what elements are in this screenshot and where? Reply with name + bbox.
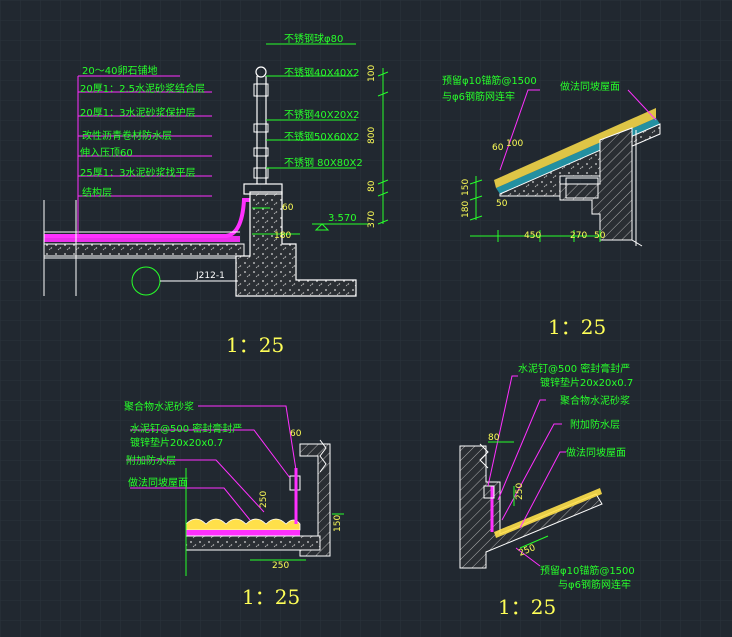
d4-break <box>479 443 489 469</box>
elevation-marker <box>312 223 370 231</box>
d4-dims <box>488 441 549 549</box>
d2-label-mesh: 与φ6钢筋网连牢 <box>442 90 515 103</box>
railing-ball <box>255 66 267 78</box>
railing-top-bar <box>253 83 269 97</box>
wall-section <box>559 127 633 241</box>
roof-slab <box>43 243 245 257</box>
detail-2-roof-eave <box>469 89 661 247</box>
label-bar-80x80: 不锈钢 80X80X2 <box>284 156 363 169</box>
horizontal-dimensions <box>252 207 300 235</box>
d3-dim-60: 60 <box>290 429 302 439</box>
dim-180: 180 <box>274 231 291 241</box>
dim-60: 60 <box>282 203 294 213</box>
d2-horizontal-dim <box>470 230 601 242</box>
d2-dim-100: 100 <box>506 139 523 149</box>
d3-label-nail: 水泥钉@500 密封膏封严 <box>130 422 242 435</box>
d2-dim-270: 270 <box>570 231 587 241</box>
scale-1: 1：25 <box>226 333 284 357</box>
d3-waterproof <box>186 530 300 536</box>
label-bonding-layer: 20厚1：2.5水泥砂浆结合层 <box>80 82 205 95</box>
dim-80: 80 <box>367 180 377 192</box>
membrane-upturn <box>44 198 250 238</box>
d2-dim-180: 180 <box>461 201 471 218</box>
d3-leaders <box>126 405 297 521</box>
label-bar-40x40: 不锈钢40X40X2 <box>284 66 360 79</box>
d4-dim-250a: 250 <box>515 483 525 500</box>
railing-mid-bar-2 <box>253 147 269 157</box>
label-pebble: 20～40卵石铺地 <box>82 64 157 77</box>
railing-leaders <box>266 43 356 169</box>
d2-vertical-dim <box>469 176 483 221</box>
detail-3-wall-flashing <box>126 405 344 576</box>
d3-dims <box>185 468 344 576</box>
d2-dim-50b: 50 <box>594 231 606 241</box>
d2-dim-50a: 50 <box>496 199 508 209</box>
dim-800: 800 <box>367 127 377 144</box>
d4-leaders <box>487 375 566 567</box>
d3-label-washer: 镀锌垫片20x20x0.7 <box>130 436 223 449</box>
d2-dim-150: 150 <box>461 179 471 196</box>
d4-flashing <box>483 485 495 499</box>
d4-label-washer: 镀锌垫片20x20x0.7 <box>540 376 633 389</box>
d4-label-mesh: 与φ6钢筋网连牢 <box>558 578 631 591</box>
wall-break-line <box>631 130 643 247</box>
dim-100: 100 <box>367 65 377 82</box>
d3-label-mortar: 聚合物水泥砂浆 <box>124 400 194 413</box>
scale-4: 1：25 <box>498 595 556 619</box>
label-bar-50x60: 不锈钢50X60X2 <box>284 130 360 143</box>
d4-label-extra-layer: 附加防水层 <box>570 418 620 431</box>
d2-label-anchor: 预留φ10锚筋@1500 <box>442 74 537 87</box>
railing-mid-bar-1 <box>253 123 269 133</box>
railing-base-plate <box>243 183 283 195</box>
elevation-value: 3.570 <box>328 213 357 224</box>
d3-label-extra-layer: 附加防水层 <box>126 454 176 467</box>
label-protection-layer: 20厚1：3水泥砂浆保护层 <box>80 106 195 119</box>
label-extend: 伸入压顶60 <box>80 147 133 159</box>
scale-3: 1：25 <box>242 585 300 609</box>
d3-dim-150: 150 <box>333 515 343 532</box>
d2-dim-60: 60 <box>492 143 504 153</box>
d3-corrugated-tile <box>185 518 301 531</box>
d4-label-nail: 水泥钉@500 密封膏封严 <box>518 362 630 375</box>
parapet-concrete <box>235 191 357 297</box>
d2-dim-450: 450 <box>524 231 541 241</box>
d2-label-roof: 做法同坡屋面 <box>560 80 620 93</box>
d4-dim-80: 80 <box>488 433 500 443</box>
gutter-detail <box>565 177 599 199</box>
d2-leaders <box>499 89 657 171</box>
d3-dim-250a: 250 <box>259 491 269 508</box>
d3-break <box>319 439 327 473</box>
layer-leaders <box>77 75 212 236</box>
railing-bottom-bar <box>253 167 269 179</box>
d4-label-roof: 做法同坡屋面 <box>566 446 626 459</box>
label-bar-40x20: 不锈钢40X20X2 <box>284 108 360 121</box>
label-structure: 结构层 <box>82 186 112 199</box>
roof-tiles <box>494 108 656 188</box>
waterproof-layer <box>44 236 240 242</box>
vertical-dimension <box>377 68 389 225</box>
d3-label-roof: 做法同坡屋面 <box>128 476 188 489</box>
d4-label-mortar: 聚合物水泥砂浆 <box>560 394 630 407</box>
label-membrane: 改性沥青卷材防水层 <box>82 129 172 142</box>
dim-370: 370 <box>367 211 377 228</box>
d4-label-anchor: 预留φ10锚筋@1500 <box>540 564 635 577</box>
callout-text: J212-1 <box>195 271 225 281</box>
label-leveling-layer: 25厚1：3水泥砂浆找平层 <box>80 166 195 179</box>
scale-2: 1：25 <box>548 315 606 339</box>
d3-slab <box>185 535 321 551</box>
label-ball: 不锈钢球φ80 <box>284 32 343 45</box>
detail-1-parapet-railing <box>43 43 389 297</box>
d3-dim-250b: 250 <box>272 561 289 571</box>
detail-4-slope-junction <box>459 375 603 569</box>
